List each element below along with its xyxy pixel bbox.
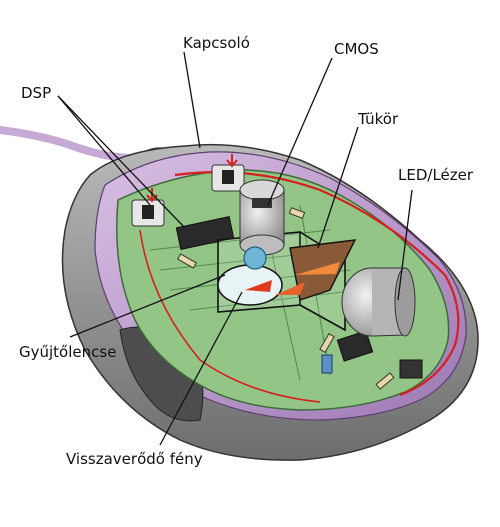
switch-arrow-right	[226, 154, 238, 168]
resistors	[177, 207, 395, 390]
label-mirror: Tükör	[358, 110, 399, 128]
small-chip	[336, 330, 374, 362]
red-trace-inner	[139, 229, 321, 403]
red-trace	[174, 171, 460, 397]
label-led-laser: LED/Lézer	[398, 166, 474, 184]
lens-aperture	[217, 264, 283, 306]
label-cmos: CMOS	[334, 40, 379, 58]
switch-right	[211, 164, 245, 192]
cmos-sensor	[239, 179, 285, 256]
label-collector-lens: Gyűjtőlencse	[19, 343, 117, 361]
light-beams	[245, 262, 340, 295]
mouse-cable	[0, 126, 149, 163]
capacitor-blue	[321, 354, 333, 374]
dsp-chip	[175, 216, 235, 250]
label-reflected-light: Visszaverődő fény	[66, 450, 203, 468]
connector	[399, 359, 423, 379]
label-switch: Kapcsoló	[183, 34, 250, 52]
led-laser	[341, 267, 416, 337]
collector-lens	[243, 246, 267, 270]
leader-lines	[57, 51, 413, 446]
label-dsp: DSP	[21, 84, 52, 102]
switch-left	[131, 199, 165, 227]
